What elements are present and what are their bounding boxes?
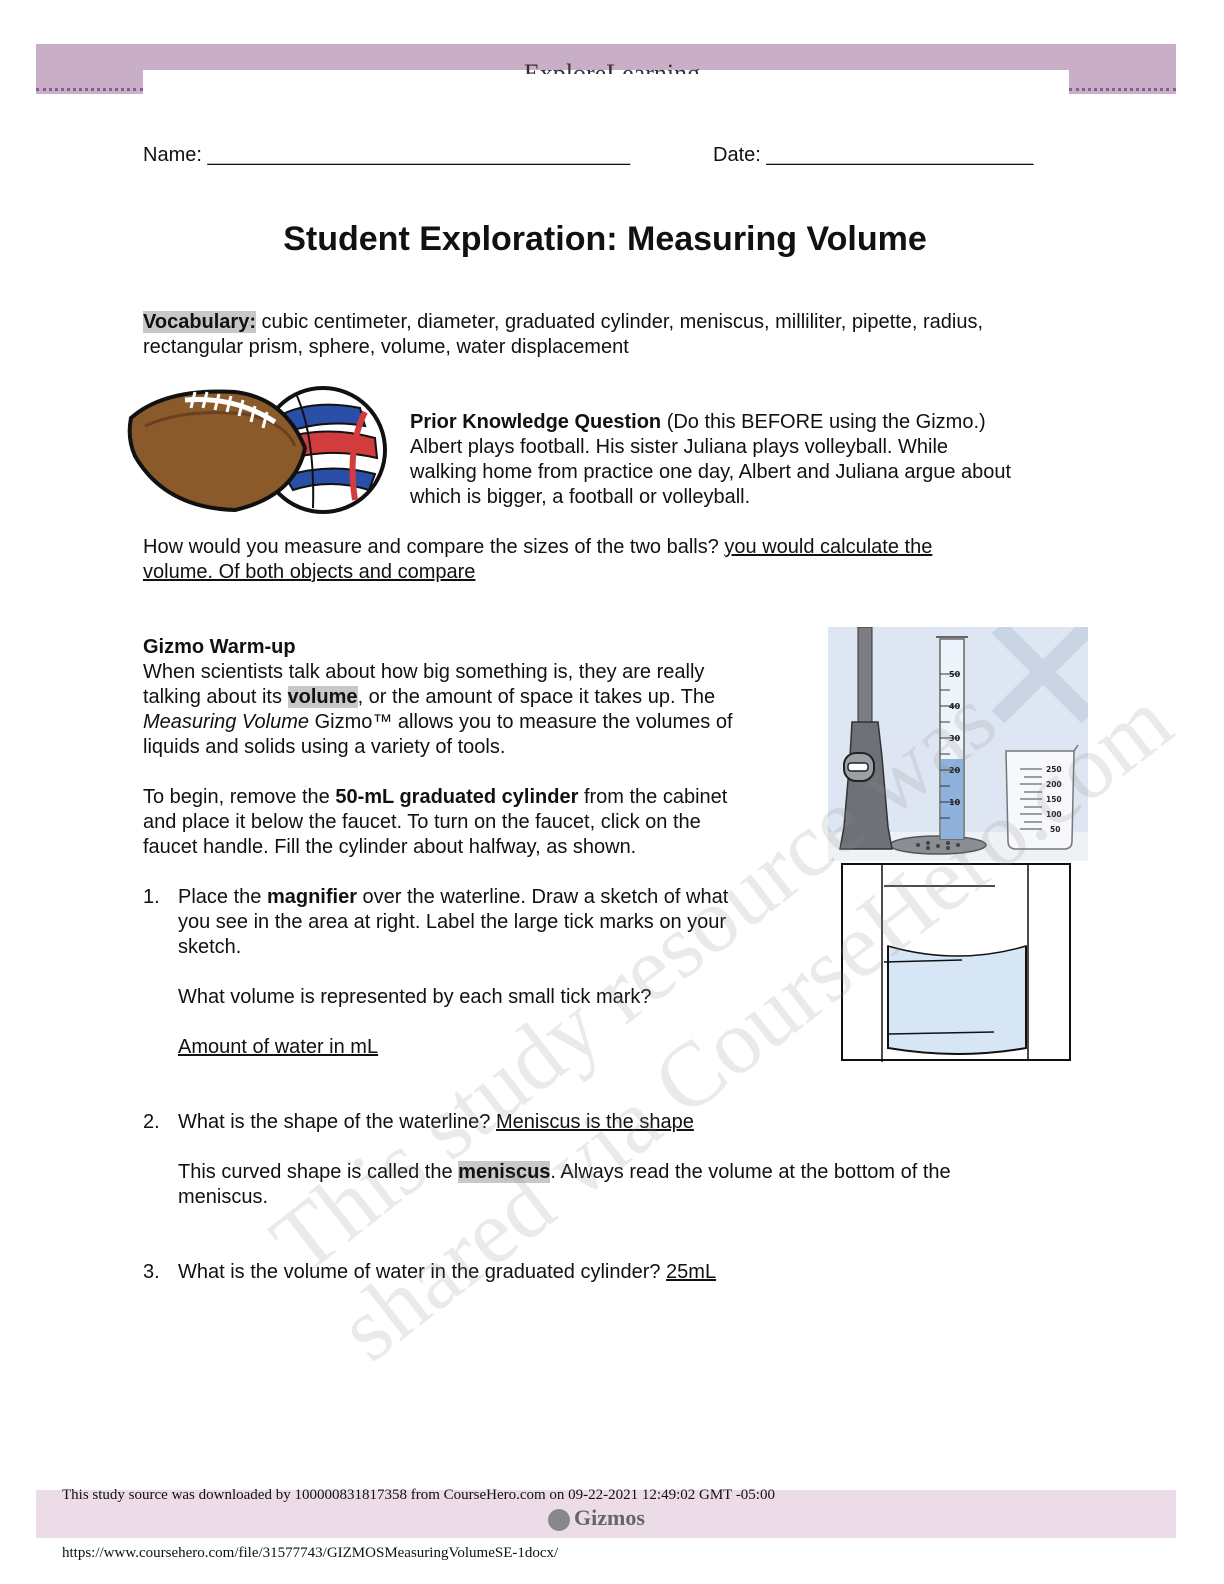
explorelearning-logo: ExploreLearning [523, 59, 701, 74]
cylinder-tick-10: 10 [949, 798, 961, 807]
football-icon [127, 389, 308, 513]
q2-answer: Meniscus is the shape [495, 1111, 694, 1133]
beaker-icon [1005, 744, 1079, 850]
beaker-tick-150: 150 [1046, 795, 1062, 804]
beaker-tick-50: 50 [1050, 825, 1060, 834]
gizmo-name: Measuring Volume [143, 711, 310, 733]
q1-sub-question: What volume is represented by each small… [178, 986, 652, 1008]
magnifier-term: magnifier [266, 886, 357, 908]
faucet-icon [839, 627, 893, 850]
page-title: Student Exploration: Measuring Volume [283, 220, 927, 258]
q2-line: What is the shape of the waterline? Meni… [178, 1110, 694, 1135]
q3-line: What is the volume of water in the gradu… [178, 1260, 716, 1285]
q2-text: What is the shape of the waterline? [178, 1111, 496, 1133]
cylinder-tick-40: 40 [949, 702, 961, 711]
compare-question-text: How would you measure and compare the si… [143, 536, 725, 558]
download-notice: This study source was downloaded by 1000… [62, 1487, 775, 1503]
vocabulary-line-2: rectangular prism, sphere, volume, water… [143, 336, 629, 358]
q1-text-2: over the waterline. Draw a sketch of wha… [356, 886, 729, 908]
warmup-p1-text-2: , or the amount of space it takes up. Th… [357, 686, 716, 708]
warmup-p1-line-3: Measuring Volume Gizmo™ allows you to me… [143, 710, 733, 735]
header-dots-left [36, 88, 143, 97]
warmup-p2-line-3: faucet handle. Fill the cylinder about h… [143, 836, 637, 858]
warmup-p1-line-2: talking about its volume, or the amount … [143, 685, 715, 710]
warmup-p1-text-3: Gizmo™ allows you to measure the volumes… [309, 711, 733, 733]
compare-answer-1: you would calculate the [724, 536, 933, 558]
prior-knowledge-line-1: Albert plays football. His sister Julian… [410, 436, 949, 458]
date-field-label: Date: ________________________ [713, 144, 1034, 166]
graduated-cylinder-term: 50-mL graduated cylinder [335, 786, 579, 808]
q1-number: 1. [143, 886, 160, 908]
vocabulary-terms-1: cubic centimeter, diameter, graduated cy… [256, 311, 984, 333]
warmup-p2-text: To begin, remove the [143, 786, 336, 808]
prior-knowledge-line-2: walking home from practice one day, Albe… [410, 461, 1012, 483]
gizmo-faucet-figure: 50 40 30 20 10 250 200 150 100 50 [828, 627, 1088, 861]
compare-answer-2: volume. Of both objects and compare [143, 561, 476, 583]
q3-number: 3. [143, 1261, 160, 1283]
cylinder-tick-50: 50 [949, 670, 961, 679]
warmup-p2-line-1: To begin, remove the 50-mL graduated cyl… [143, 785, 727, 810]
q3-text: What is the volume of water in the gradu… [178, 1261, 667, 1283]
warmup-p1-text: talking about its [143, 686, 288, 708]
warmup-p1-line-4: liquids and solids using a variety of to… [143, 736, 506, 758]
graduated-cylinder-icon [936, 636, 968, 840]
gizmos-logo-text: Gizmos [574, 1505, 645, 1530]
q2-p-line-2: meniscus. [178, 1186, 269, 1208]
q3-answer: 25mL [666, 1261, 717, 1283]
q2-p-text: This curved shape is called the [178, 1161, 459, 1183]
beaker-tick-100: 100 [1046, 810, 1062, 819]
gizmos-logo-icon [548, 1508, 570, 1531]
prior-knowledge-heading-line: Prior Knowledge Question (Do this BEFORE… [410, 410, 986, 435]
prior-knowledge-heading: Prior Knowledge Question [410, 411, 662, 433]
meniscus-term: meniscus [458, 1161, 551, 1183]
vocabulary-label: Vocabulary: [143, 311, 256, 333]
volleyball-icon [259, 386, 387, 514]
q1-line-1: Place the magnifier over the waterline. … [178, 885, 728, 910]
footer-band [36, 1490, 1176, 1538]
warmup-p1-line-1: When scientists talk about how big somet… [143, 661, 705, 683]
q1-line-2: you see in the area at right. Label the … [178, 911, 727, 933]
warmup-p2-text-2: from the cabinet [578, 786, 728, 808]
compare-question-line-1: How would you measure and compare the si… [143, 535, 932, 560]
header-band-cutout [143, 70, 1069, 130]
q1-text: Place the [178, 886, 267, 908]
q2-p-text-2: . Always read the volume at the bottom o… [550, 1161, 951, 1183]
volume-term: volume [287, 686, 358, 708]
source-url[interactable]: https://www.coursehero.com/file/31577743… [62, 1545, 559, 1561]
gizmos-logo: Gizmos [548, 1500, 668, 1536]
cylinder-tick-20: 20 [949, 766, 961, 775]
prior-knowledge-note: (Do this BEFORE using the Gizmo.) [661, 411, 986, 433]
q1-answer: Amount of water in mL [178, 1036, 379, 1058]
name-field-label: Name: __________________________________… [143, 144, 631, 166]
cylinder-tick-30: 30 [949, 734, 961, 743]
beaker-tick-250: 250 [1046, 765, 1062, 774]
warmup-heading: Gizmo Warm-up [143, 636, 296, 658]
vocabulary-line-1: Vocabulary: cubic centimeter, diameter, … [143, 310, 983, 335]
q2-number: 2. [143, 1111, 160, 1133]
beaker-tick-200: 200 [1046, 780, 1062, 789]
prior-knowledge-line-3: which is bigger, a football or volleybal… [410, 486, 751, 508]
q1-line-3: sketch. [178, 936, 242, 958]
football-volleyball-illustration [127, 386, 387, 514]
magnifier-sketch-box [841, 863, 1071, 1062]
warmup-p2-line-2: and place it below the faucet. To turn o… [143, 811, 701, 833]
header-dots-right [1069, 88, 1176, 97]
q2-p-line-1: This curved shape is called the meniscus… [178, 1160, 951, 1185]
